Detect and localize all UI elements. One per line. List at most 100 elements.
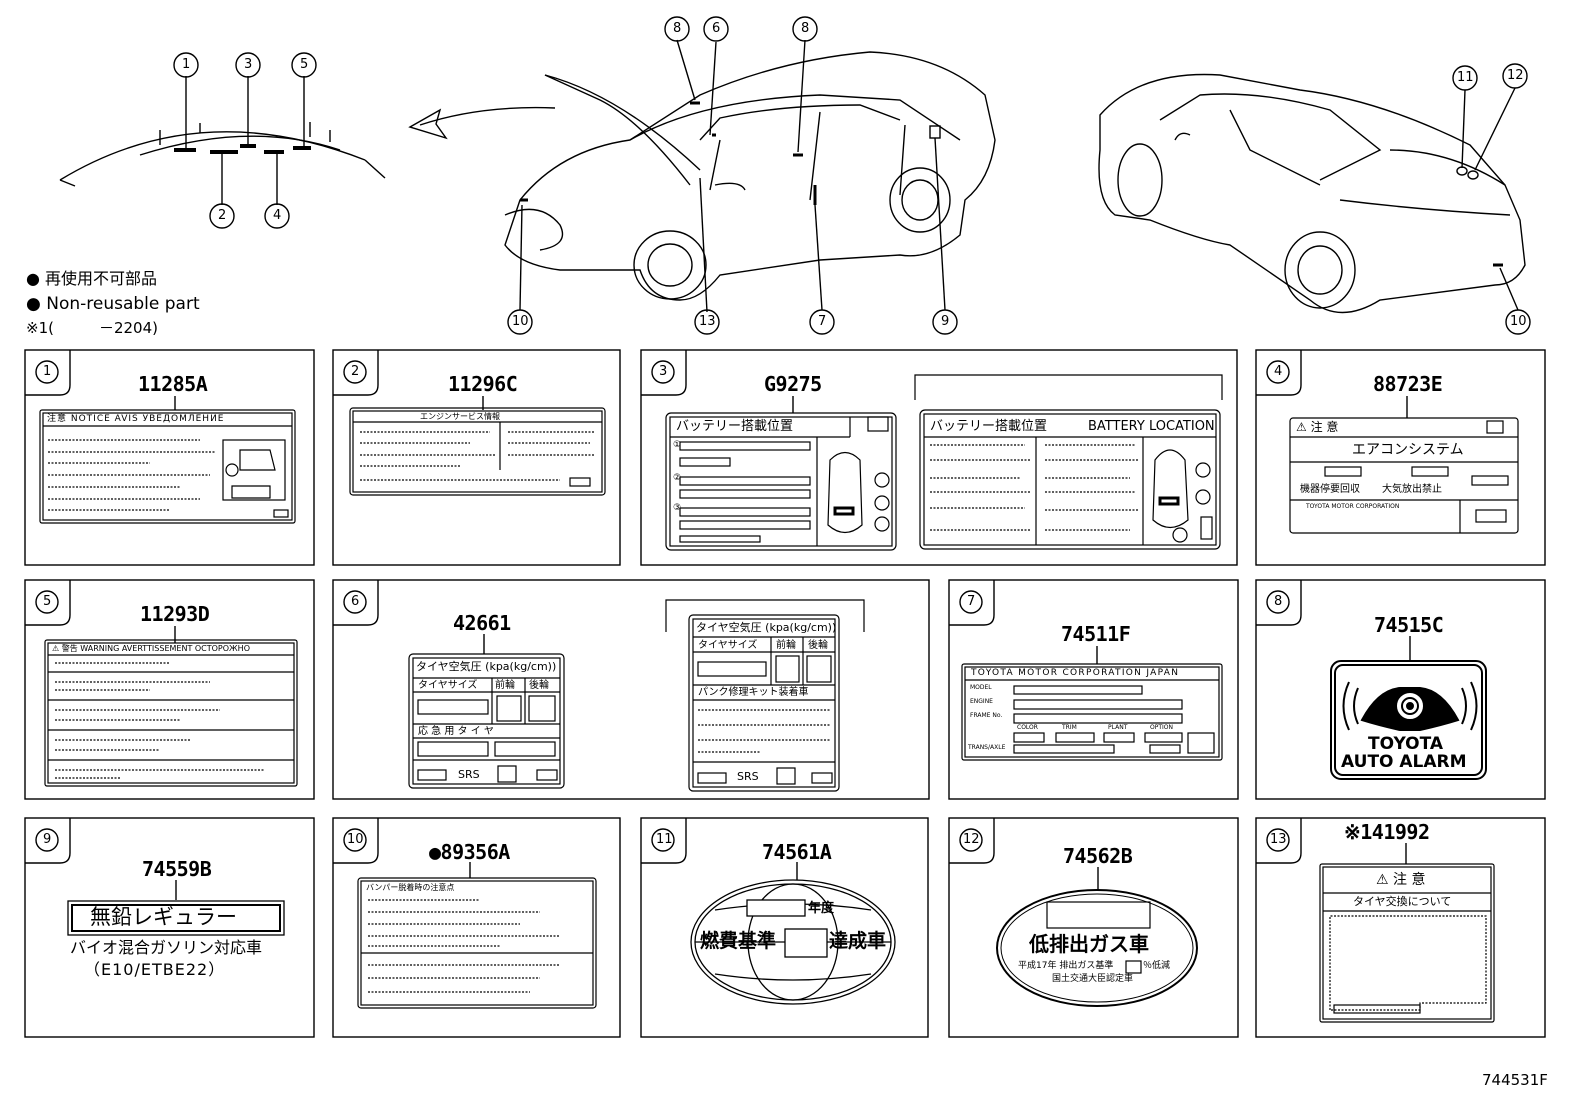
label-12-h17: 平成17年 排出ガス基準: [1018, 961, 1114, 971]
label-9-bio: バイオ混合ガソリン対応車: [70, 938, 263, 957]
label-3-row-1: ①: [673, 440, 682, 450]
panel-12-number: 12: [963, 832, 980, 847]
callout-8b: 8: [801, 21, 810, 36]
callout-1: 1: [182, 57, 191, 72]
label-74559B: [67, 900, 285, 936]
part-number-G9275: G9275: [764, 372, 822, 396]
label-6a-tire-size: タイヤサイズ: [418, 680, 478, 691]
legend-note: ※1( －2204): [26, 319, 158, 337]
part-number-74561A: 74561A: [762, 840, 832, 864]
part-number-74559B: 74559B: [142, 857, 212, 881]
callout-10b: 10: [1510, 314, 1527, 329]
label-8-auto-alarm: AUTO ALARM: [1341, 752, 1467, 772]
label-7-header: TOYOTA MOTOR CORPORATION JAPAN: [971, 668, 1180, 678]
callout-8a: 8: [673, 21, 682, 36]
panel-6-number: 6: [351, 594, 360, 609]
label-12-reduction: ％低減: [1143, 961, 1171, 971]
label-G9275: [665, 374, 1223, 551]
label-74515C: [1330, 660, 1487, 780]
label-6b-rear: 後輪: [808, 640, 828, 651]
label-7-trim: TRIM: [1062, 724, 1077, 731]
callout-3: 3: [244, 57, 253, 72]
label-11285A: [39, 409, 296, 524]
legend-jp: ● 再使用不可部品: [26, 269, 158, 288]
label-4-maker: TOYOTA MOTOR CORPORATION: [1306, 503, 1400, 510]
label-6a-spare: 応 急 用 タ イ ヤ: [418, 726, 494, 737]
label-7-trans: TRANS/AXLE: [968, 744, 1006, 751]
panel-4-number: 4: [1274, 364, 1283, 379]
part-number-41992: ※141992: [1344, 820, 1430, 844]
figure-code: 744531F: [1482, 1071, 1548, 1089]
label-6b-tire-size: タイヤサイズ: [698, 640, 758, 651]
callout-4: 4: [273, 208, 282, 223]
panel-11-number: 11: [656, 832, 673, 847]
callout-12: 12: [1507, 68, 1524, 83]
panel-9-number: 9: [43, 832, 52, 847]
part-number-74562B: 74562B: [1063, 844, 1133, 868]
panel-2-number: 2: [351, 364, 360, 379]
label-7-engine: ENGINE: [970, 698, 993, 705]
panel-7-number: 7: [967, 594, 976, 609]
label-13-caution: ⚠ 注 意: [1376, 872, 1426, 888]
callout-11: 11: [1457, 70, 1474, 85]
label-12-low-emission: 低排出ガス車: [1029, 932, 1149, 956]
label-42661: [408, 599, 865, 792]
label-5-header: ⚠ 警告 WARNING AVERTTISSEMENT OCTOPOЖHO: [52, 644, 250, 653]
label-6a-srs: SRS: [458, 768, 480, 781]
label-88723E: [1289, 417, 1519, 534]
label-6a-front: 前輪: [495, 680, 515, 691]
label-4-no-release: 大気放出禁止: [1382, 484, 1442, 495]
label-3-row-2: ②: [673, 473, 682, 483]
label-6a-rear: 後輪: [529, 680, 549, 691]
label-6b-title: タイヤ空気圧 (kpa(kg/cm)): [696, 621, 837, 634]
panel-number-tabs: [25, 350, 1302, 864]
label-4-recover: 機器停要回収: [1300, 484, 1360, 495]
label-7-plant: PLANT: [1108, 724, 1128, 731]
callout-7: 7: [818, 314, 827, 329]
callout-13: 13: [699, 314, 716, 329]
label-4-caution: ⚠ 注 意: [1296, 420, 1339, 434]
part-number-74515C: 74515C: [1374, 613, 1444, 637]
label-7-color: COLOR: [1017, 724, 1038, 731]
part-number-88723E: 88723E: [1373, 372, 1443, 396]
label-9-e10: （E10/ETBE22）: [84, 960, 226, 979]
callout-9: 9: [941, 314, 950, 329]
label-6b-front: 前輪: [776, 640, 796, 651]
callout-5: 5: [300, 57, 309, 72]
part-number-11296C: 11296C: [448, 372, 518, 396]
label-11-year: 年度: [808, 901, 835, 916]
panel-3-number: 3: [659, 364, 668, 379]
part-number-42661: 42661: [453, 611, 511, 635]
part-number-11293D: 11293D: [140, 602, 210, 626]
label-7-option: OPTION: [1150, 724, 1173, 731]
callout-2: 2: [218, 208, 227, 223]
part-leaders: [174, 396, 1411, 900]
label-41992: [1319, 863, 1495, 1023]
label-13-tire-change: タイヤ交換について: [1353, 895, 1452, 908]
label-9-unleaded: 無鉛レギュラー: [90, 905, 237, 929]
label-74561A: [690, 879, 896, 1005]
car-front-view: [504, 16, 996, 335]
label-8-toyota: TOYOTA: [1368, 734, 1444, 754]
label-11296C: [349, 407, 606, 496]
label-74562B: [996, 889, 1198, 1007]
label-7-model: MODEL: [970, 684, 992, 691]
panel-10-number: 10: [347, 832, 364, 847]
callout-10a: 10: [512, 314, 529, 329]
label-6a-title: タイヤ空気圧 (kpa(kg/cm)): [416, 660, 557, 673]
label-3-row-3: ③: [673, 503, 682, 513]
label-6b-repair-kit: パンク修理キット装着車: [698, 687, 809, 698]
label-7-frame: FRAME No.: [970, 712, 1003, 719]
legend-en: ● Non-reusable part: [26, 294, 200, 314]
panel-grid: [24, 349, 1546, 1038]
dashboard-sketch: [59, 52, 556, 229]
panel-8-number: 8: [1274, 594, 1283, 609]
part-number-74511F: 74511F: [1061, 622, 1131, 646]
part-number-89356A: ●89356A: [429, 840, 510, 864]
panel-1-number: 1: [43, 364, 52, 379]
label-11-achieved: 達成車: [829, 930, 887, 952]
label-4-aircon: エアコンシステム: [1352, 442, 1464, 458]
label-11-fuel-standard: 燃費基準: [700, 930, 777, 952]
label-89356A: [357, 877, 597, 1009]
